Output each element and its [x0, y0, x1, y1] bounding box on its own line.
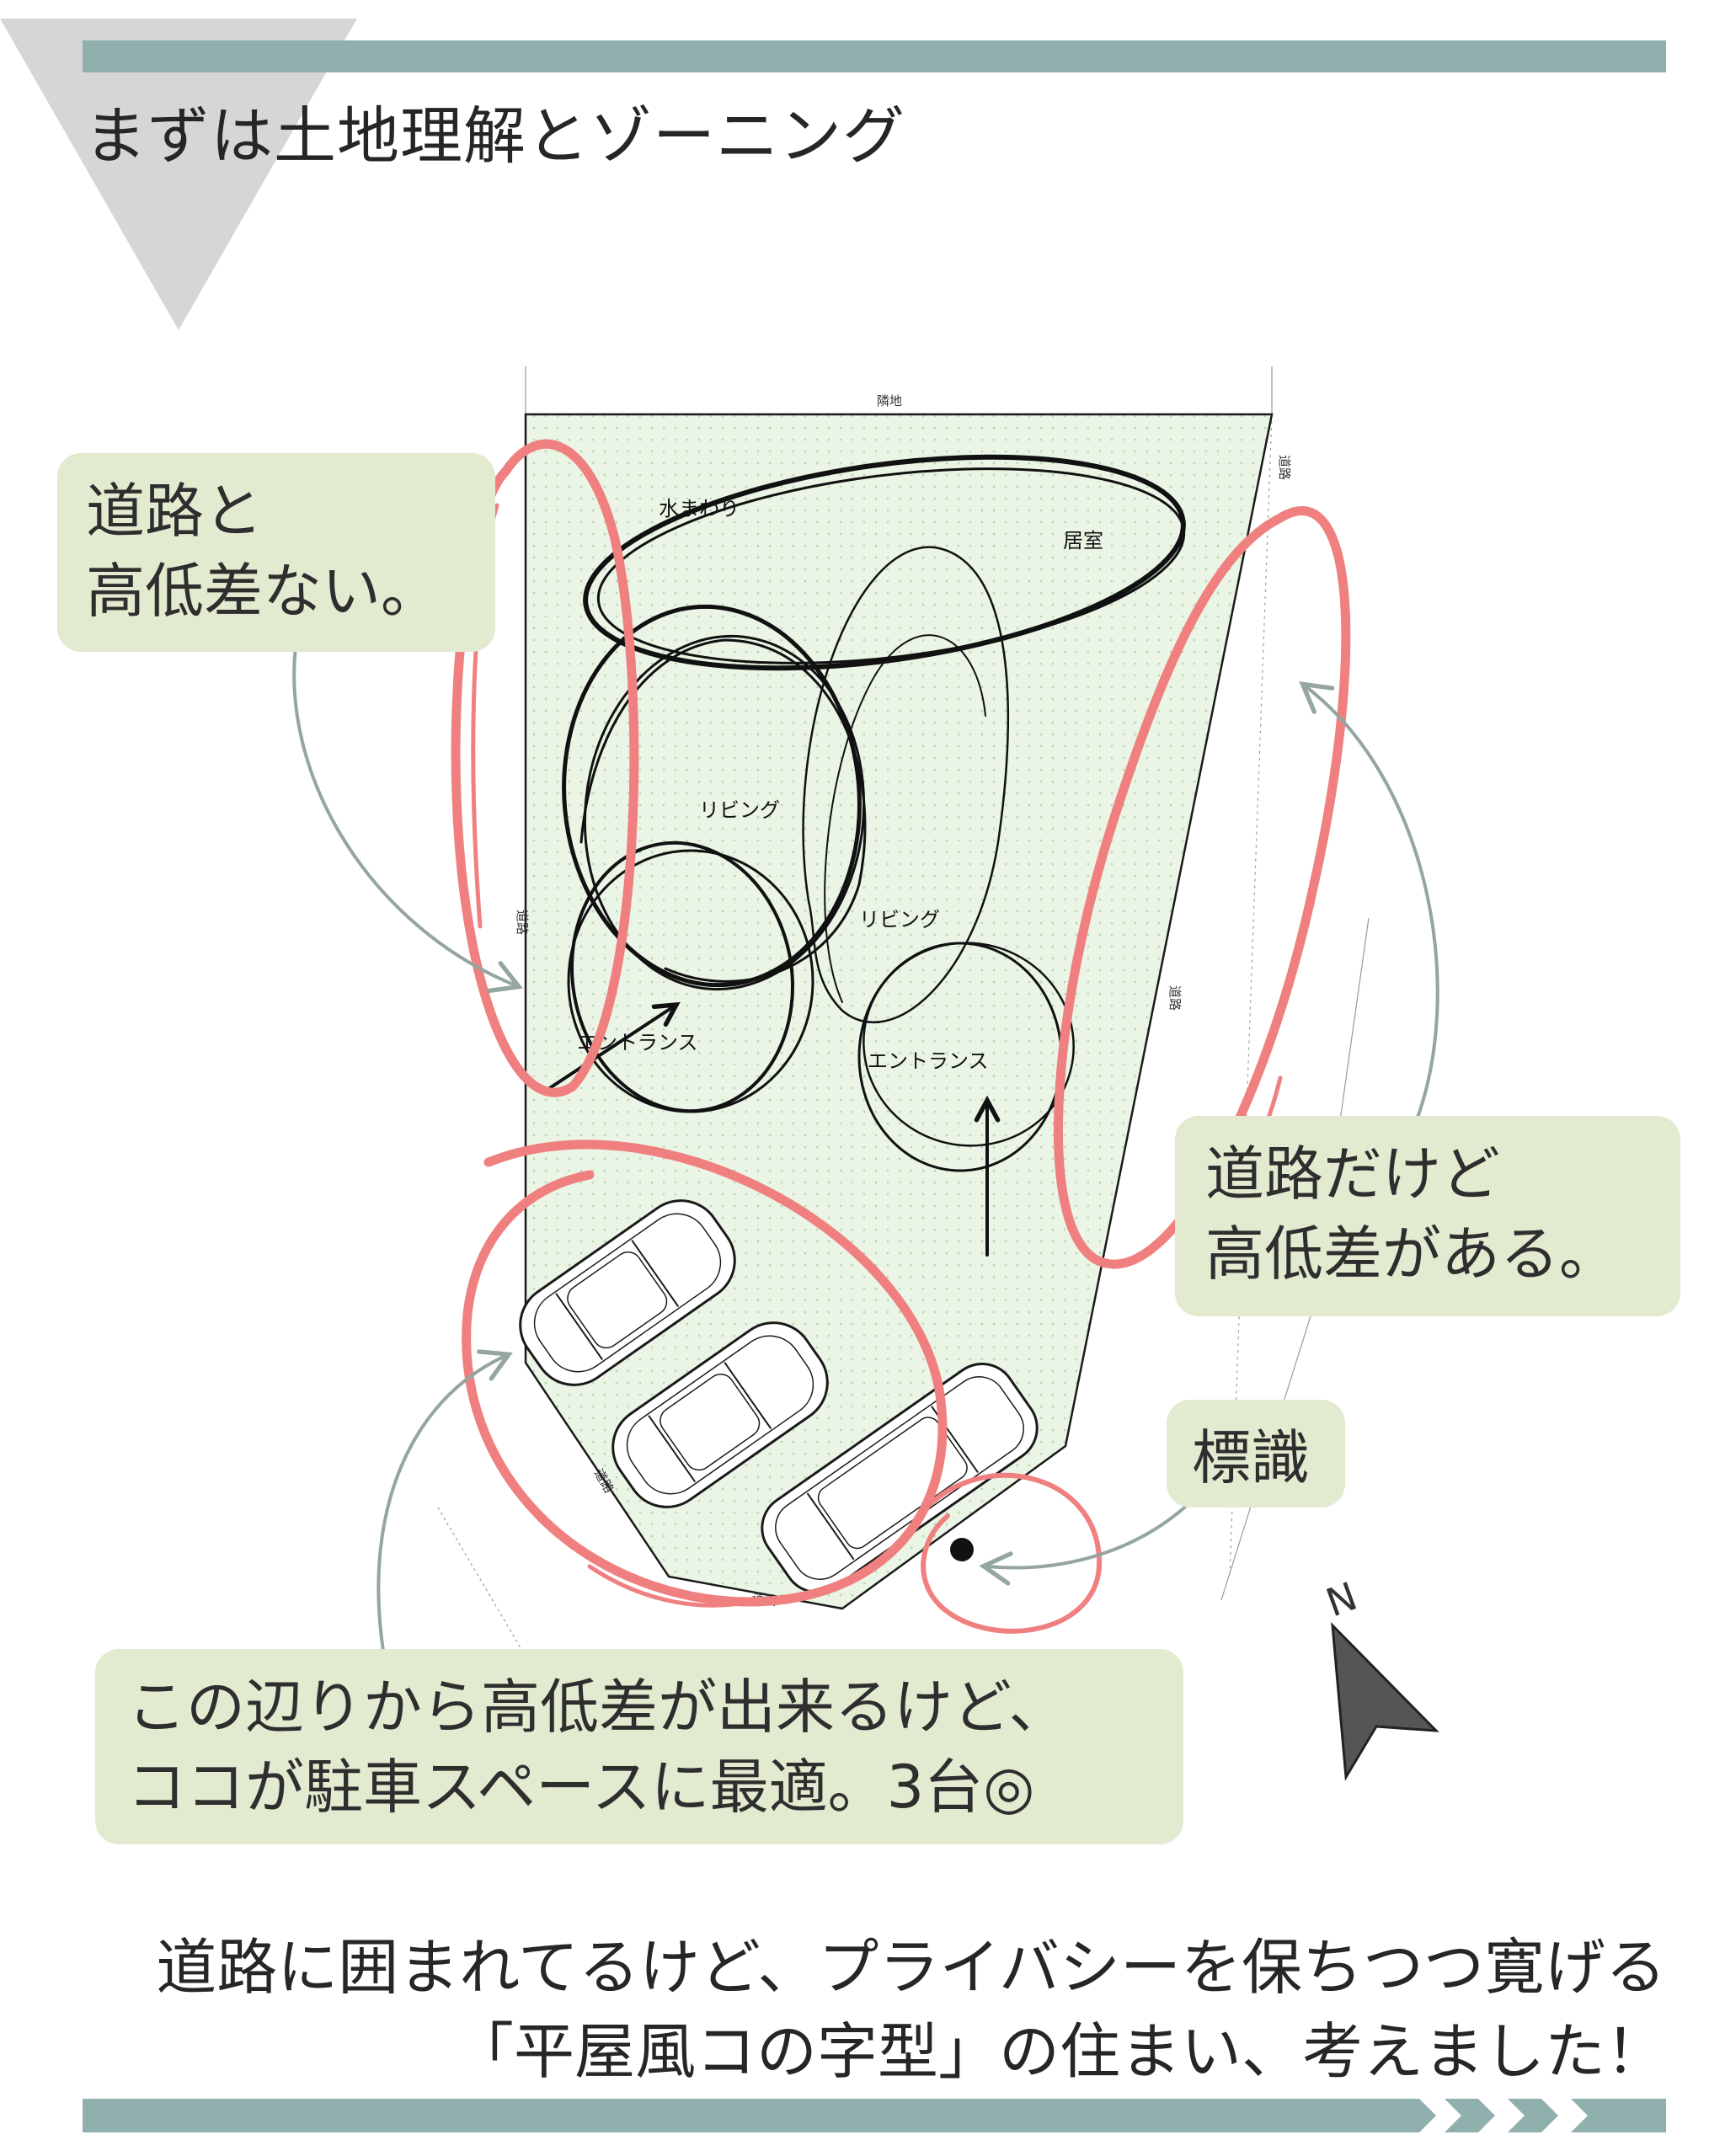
footer-chevron-3 [1571, 2099, 1666, 2132]
callout-parking-line2: ココが駐車スペースに最適。3台◎ [127, 1753, 1035, 1822]
footer-bar [83, 2099, 1436, 2132]
callout-sign: 標識 [1167, 1400, 1345, 1508]
footer-chevron-1 [1445, 2099, 1495, 2132]
arrow-right-callout [1299, 681, 1439, 1126]
corner-triangle [0, 19, 357, 330]
zone-label-living-2: リビング [859, 908, 940, 931]
car-1 [519, 1199, 736, 1386]
zone-living-2 [802, 546, 1010, 1024]
zone-label-living-1: リビング [699, 798, 780, 822]
callout-left: 道路と 高低差ない。 [57, 453, 495, 652]
callout-right: 道路だけど 高低差がある。 [1175, 1116, 1680, 1316]
callout-arrows [292, 638, 1439, 1652]
zone-label-water: 水まわり [659, 497, 740, 520]
zoning-sketch [544, 454, 1186, 1257]
callout-parking-line1: この辺りから高低差が出来るけど、 [127, 1673, 1068, 1742]
zone-water-room [583, 454, 1186, 671]
label-road-left: 道路 [515, 910, 530, 935]
red-parking [462, 1139, 948, 1607]
page-title: まずは土地理解とゾーニング [84, 100, 905, 173]
label-road-right-top: 道路 [1277, 455, 1292, 480]
zone-label-room: 居室 [1063, 529, 1103, 552]
north-arrow-icon [1331, 1621, 1439, 1781]
zone-living-1 [562, 604, 862, 988]
callout-left-line1: 道路と [86, 477, 263, 546]
label-north-neighbor: 隣地 [877, 393, 902, 408]
callout-parking: この辺りから高低差が出来るけど、 ココが駐車スペースに最適。3台◎ [95, 1649, 1183, 1844]
label-road-right: 道路 [1167, 985, 1183, 1011]
footer-line-2: 「平屋風コの字型」の住まい、考えました！ [452, 2016, 1666, 2087]
callout-right-line2: 高低差がある。 [1205, 1219, 1618, 1289]
zone-label-entrance-2: エントランス [868, 1049, 989, 1073]
red-left [451, 439, 639, 1097]
red-highlights [451, 439, 1351, 1634]
entrance-arrow-1 [544, 1001, 681, 1092]
arrow-left-callout [292, 638, 524, 993]
red-sign [921, 1472, 1103, 1634]
callout-right-line1: 道路だけど [1205, 1139, 1500, 1209]
footer-line-1: 道路に囲まれてるけど、プライバシーを保ちつつ寛げる [156, 1932, 1666, 2003]
footer-chevron-2 [1508, 2099, 1558, 2132]
parking-cars [519, 1199, 1039, 1593]
red-right [1053, 506, 1351, 1269]
header-bar [83, 40, 1666, 72]
site-boundary [524, 413, 1274, 1610]
sign-dot [950, 1538, 974, 1561]
callout-left-line2: 高低差ない。 [86, 557, 440, 627]
arrow-parking-callout [377, 1349, 513, 1652]
car-2 [611, 1321, 829, 1508]
callout-sign-text: 標識 [1192, 1423, 1310, 1492]
